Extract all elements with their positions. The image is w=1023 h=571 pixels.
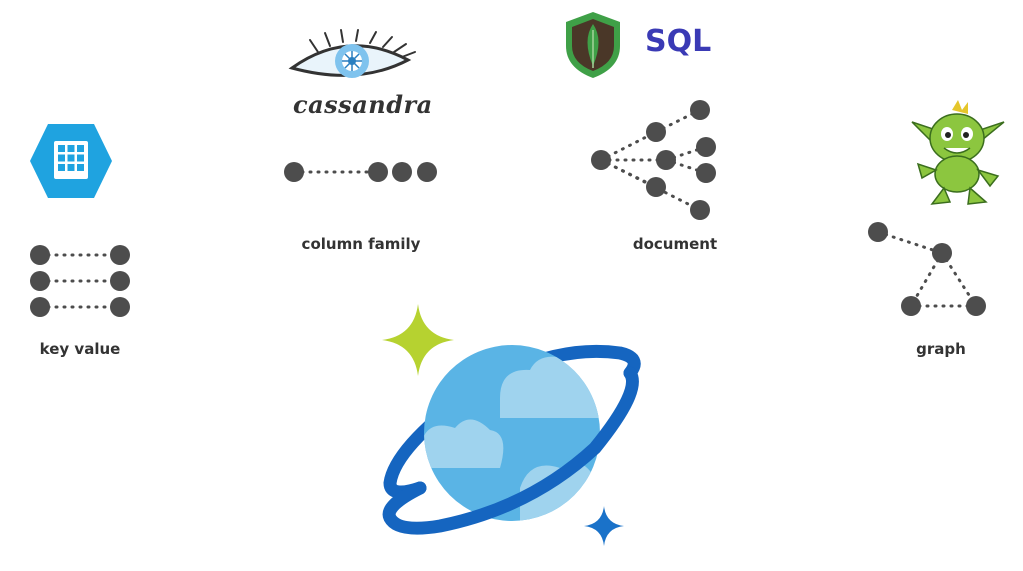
column-family-label: column family — [301, 235, 421, 253]
azure-table-storage-icon — [30, 124, 112, 198]
sparkle-green-icon — [382, 304, 454, 376]
document-tree-diagram — [591, 100, 716, 220]
key-value-diagram — [30, 245, 130, 317]
mongodb-leaf-icon — [566, 12, 620, 78]
document-label: document — [632, 235, 718, 253]
azure-cosmos-db-planet-icon — [382, 344, 641, 535]
column-family-diagram — [284, 162, 437, 182]
graph-label: graph — [916, 340, 966, 358]
cassandra-logo-text: cassandra — [293, 90, 433, 119]
key-value-label: key value — [39, 340, 121, 358]
gremlin-mascot-icon — [911, 100, 1005, 205]
sql-logo-text: SQL — [645, 24, 712, 59]
sparkle-blue-icon — [584, 506, 624, 546]
graph-diagram — [868, 222, 986, 316]
cassandra-eye-logo — [288, 29, 416, 78]
